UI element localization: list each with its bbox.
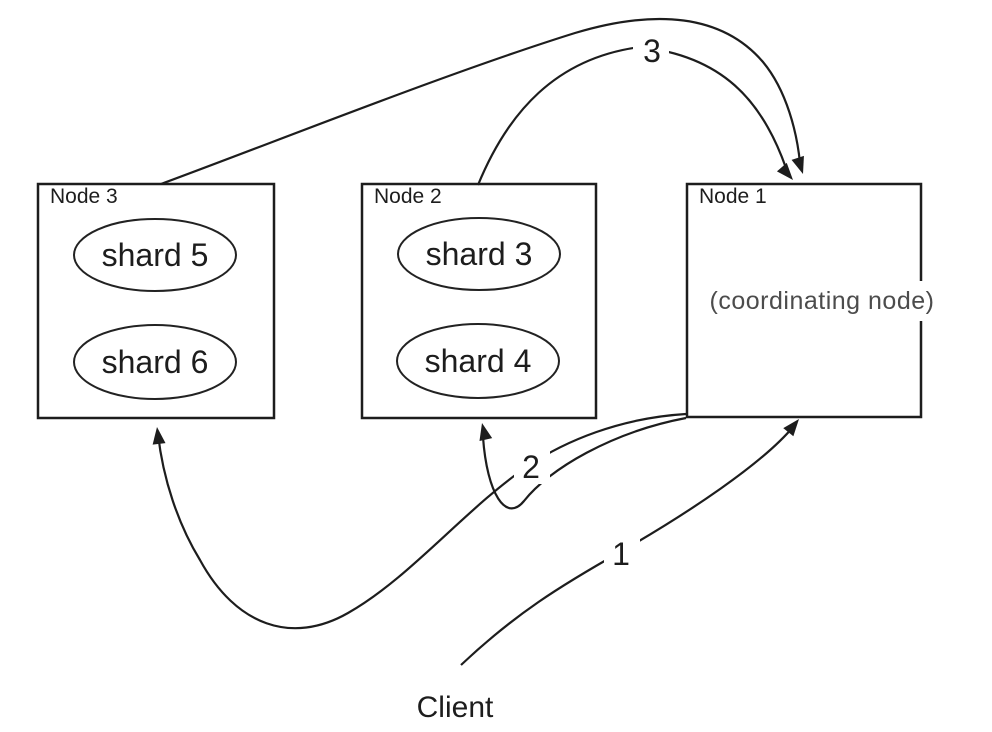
shard5-label: shard 5 xyxy=(102,237,209,273)
arrow-step2-to-node3 xyxy=(156,412,687,630)
node2-group: Node 2 shard 3 shard 4 xyxy=(360,182,598,420)
arrow-step3-from-node2 xyxy=(476,45,788,186)
step1-label-backplate xyxy=(604,535,640,571)
coordinating-node-label: (coordinating node) xyxy=(710,287,935,315)
node1-group: Node 1 (coordinating node) xyxy=(685,182,946,419)
arrow-step3-from-node3 xyxy=(160,17,802,186)
step1-label: 1 xyxy=(612,536,630,572)
node3-group: Node 3 shard 5 shard 6 xyxy=(36,182,276,420)
shard4-ellipse xyxy=(396,323,560,399)
client-label: Client xyxy=(417,691,494,724)
arrowhead-step3-into-node1-a xyxy=(791,155,804,174)
shard6-label: shard 6 xyxy=(102,344,209,380)
shard5-ellipse xyxy=(73,218,237,292)
step-labels: 3 2 1 xyxy=(514,32,669,572)
step3-label: 3 xyxy=(643,33,661,69)
arrow-step2-to-node2 xyxy=(481,416,687,510)
arrowhead-step1-into-node1 xyxy=(783,419,799,437)
step2-label-backplate xyxy=(514,448,550,484)
shard4-label: shard 4 xyxy=(425,343,532,379)
arrowhead-step2-into-node2 xyxy=(479,423,493,442)
coordinating-note-backplate xyxy=(698,281,946,321)
node3-title: Node 3 xyxy=(50,185,118,208)
shard3-ellipse xyxy=(397,217,561,291)
shard6-ellipse xyxy=(73,324,237,400)
shard3-label: shard 3 xyxy=(426,236,533,272)
node1-title: Node 1 xyxy=(699,185,767,208)
arrowheads xyxy=(152,155,804,445)
step2-label: 2 xyxy=(522,449,540,485)
step3-label-backplate xyxy=(633,32,669,68)
node2-title: Node 2 xyxy=(374,185,442,208)
arrowhead-step3-into-node1-b xyxy=(776,162,793,180)
arrowhead-step2-into-node3 xyxy=(152,427,166,445)
